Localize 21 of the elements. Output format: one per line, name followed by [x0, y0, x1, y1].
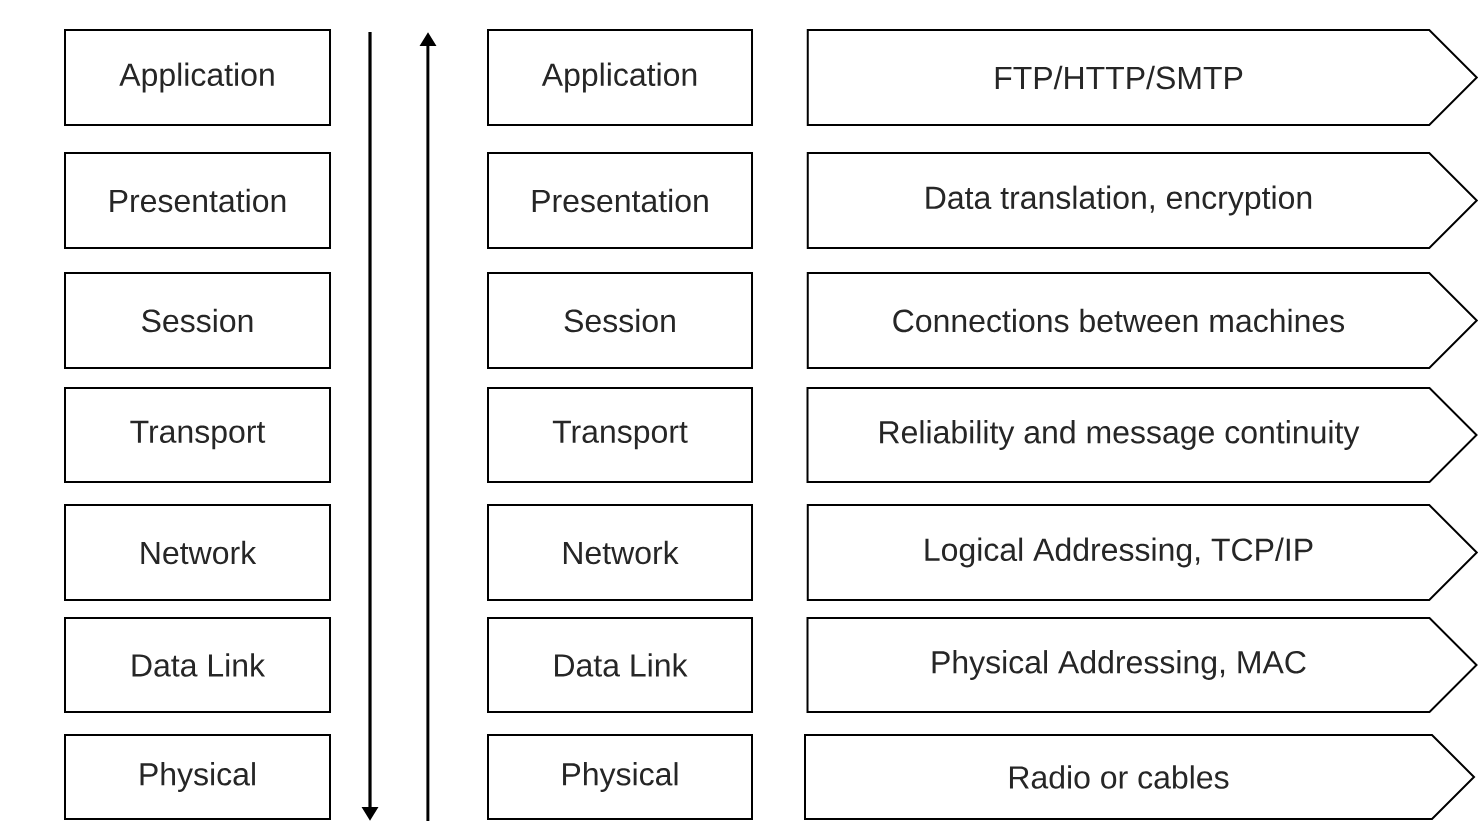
- description-arrow-box: Radio or cables: [804, 734, 1476, 820]
- layer-box: Network: [487, 504, 753, 601]
- layer-box: Application: [64, 29, 331, 126]
- layer-box: Presentation: [487, 152, 753, 249]
- layer-box: Application: [487, 29, 753, 126]
- layer-box: Transport: [487, 387, 753, 483]
- description-arrow-box: Logical Addressing, TCP/IP: [806, 504, 1479, 601]
- description-arrow-box: Data translation, encryption: [806, 152, 1479, 249]
- layer-box: Transport: [64, 387, 331, 483]
- layer-box: Physical: [64, 734, 331, 820]
- layer-box: Session: [487, 272, 753, 369]
- layer-box: Network: [64, 504, 331, 601]
- description-arrow-box: Reliability and message continuity: [806, 387, 1478, 483]
- description-arrow-box: Physical Addressing, MAC: [806, 617, 1478, 713]
- layer-box: Data Link: [64, 617, 331, 713]
- layer-box: Presentation: [64, 152, 331, 249]
- layer-box: Data Link: [487, 617, 753, 713]
- description-arrow-box: FTP/HTTP/SMTP: [806, 29, 1479, 126]
- layer-box: Physical: [487, 734, 753, 820]
- layer-box: Session: [64, 272, 331, 369]
- description-arrow-box: Connections between machines: [806, 272, 1479, 369]
